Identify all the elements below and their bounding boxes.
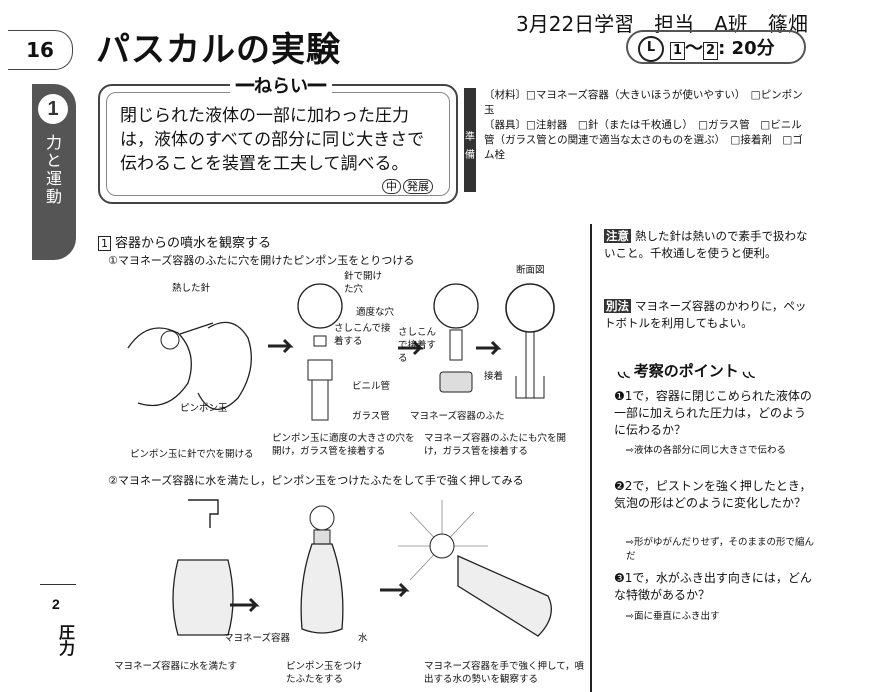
tools: 〔器具〕□注射器 □針（または千枚通し） □ガラス管 □ビニル管（ガラス管との関… — [484, 119, 803, 161]
point-2-answer: ⇨形がゆがんだりせず，そのままの形で縮んだ — [626, 537, 814, 562]
caption-4: マヨネーズ容器に水を満たす — [114, 661, 238, 672]
point-2-question: ❷2で，ピストンを強く押したとき，気泡の形はどのように変化したか？ — [614, 479, 812, 510]
page-number: 16 — [8, 30, 73, 70]
caption-2: ピンポン玉に適度の大きさの穴を開け，ガラス管を接着する — [272, 433, 415, 457]
label-vinyl-tube: ビニル管 — [352, 381, 391, 392]
page-title: パスカルの実験 — [96, 30, 341, 70]
points-title: ◟◟ 考察のポイント ◟◟ — [618, 363, 755, 380]
label-proper-hole: 適度な穴 — [356, 307, 395, 318]
label-mayo-container: マヨネーズ容器 — [224, 633, 291, 644]
label-glass-tube: ガラス管 — [352, 411, 390, 422]
label-lid: マヨネーズ容器のふた — [410, 411, 505, 422]
label-glue: 接着 — [484, 371, 504, 382]
label-water: 水 — [358, 633, 368, 644]
label-section-view: 断面図 — [516, 265, 545, 276]
step-1: ①マヨネーズ容器のふたに穴を開けたピンポン玉をとりつける — [108, 254, 415, 267]
point-1-question: ❶1で，容器に閉じこめられた液体の一部に加えられた圧力は，どのように伝わるか？ — [614, 389, 812, 437]
label-needle-hole: 針で開けた穴 — [344, 271, 383, 295]
clock-icon: L — [638, 36, 664, 62]
chapter-number-badge: 1 — [38, 94, 68, 124]
caption-5: ピンポン玉をつけたふたをする — [286, 661, 363, 685]
chapter-side-label: 力と運動 — [43, 134, 62, 206]
chapter-label: 圧力 — [56, 624, 73, 656]
label-insert-glue-2: さしこんで接着する — [398, 327, 437, 364]
label-hot-needle: 熱した針 — [172, 283, 211, 294]
prep-bar: 準 備 — [464, 88, 476, 192]
prep-list: 〔材料〕□マヨネーズ容器（大きいほうが使いやすい） □ピンポン玉 〔器具〕□注射… — [484, 88, 804, 163]
alternative-note: 別法マヨネーズ容器のかわりに，ペットボトルを利用してもよい。 — [604, 299, 807, 330]
illustration-row-2 — [172, 499, 552, 637]
aim-text: 閉じられた液体の一部に加わった圧力 は，液体のすべての部分に同じ大きさで 伝わる… — [120, 106, 425, 174]
caption-3: マヨネーズ容器のふたにも穴を開け，ガラス管を接着する — [424, 433, 567, 457]
step-2: ②マヨネーズ容器に水を満たし，ピンポン玉をつけたふたをして手で強く押してみる — [108, 474, 524, 487]
column-divider — [590, 224, 592, 692]
chapter-side-tab: 1 力と運動 — [32, 84, 76, 260]
level-badges: 中発展 — [380, 178, 433, 194]
chapter-rule — [40, 584, 76, 585]
illustration-row-1 — [127, 283, 555, 421]
point-1-answer: ⇨液体の各部分に同じ大きさで伝わる — [626, 445, 786, 456]
period-start: 1 — [670, 42, 686, 60]
handwritten-note: 3月22日学習 担当 A班 篠畑 — [516, 12, 808, 36]
chapter-number: 2 — [52, 596, 60, 612]
caption-1: ピンポン玉に針で穴を開ける — [130, 449, 254, 460]
point-3-answer: ⇨面に垂直にふき出す — [626, 611, 720, 622]
label-insert-glue: さしこんで接着する — [334, 323, 391, 347]
badge-advanced: 発展 — [403, 179, 433, 194]
caption-6: マヨネーズ容器を手で強く押して，噴出する水の勢いを観察する — [424, 661, 585, 685]
materials: 〔材料〕□マヨネーズ容器（大きいほうが使いやすい） □ピンポン玉 — [484, 89, 803, 116]
aim-label: ━ねらい━ — [230, 72, 332, 98]
period-end: 2 — [703, 42, 719, 60]
label-ping-pong: ピンポン玉 — [180, 403, 228, 414]
point-3-question: ❸1で，水がふき出す向きには，どんな特徴があるか？ — [614, 571, 812, 602]
duration: : 20分 — [718, 38, 775, 59]
caution-note: 注意熱した針は熱いので素手で扱わないこと。千枚通しを使うと便利。 — [604, 229, 808, 260]
badge-middle: 中 — [382, 179, 401, 194]
